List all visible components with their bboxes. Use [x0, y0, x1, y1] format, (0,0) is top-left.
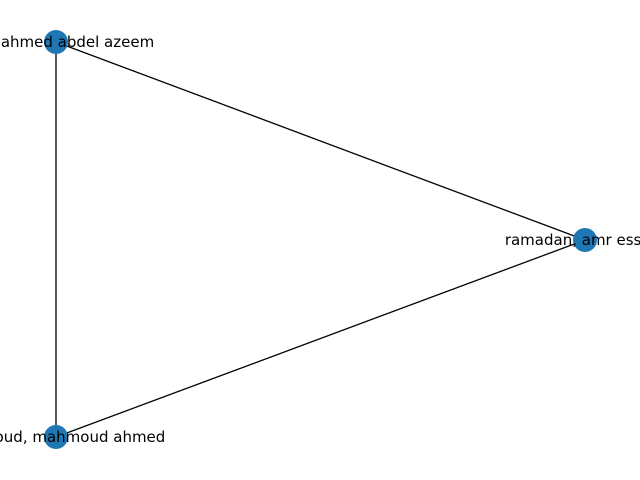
labels-layer: rania ahmed abdel azeem ramadan, amr essa… — [0, 33, 640, 446]
graph-node-label: rania ahmed abdel azeem — [0, 33, 154, 51]
graph-edge — [55, 239, 586, 438]
graph-edge — [55, 41, 586, 241]
nodes-layer — [44, 30, 597, 449]
graph-node — [573, 228, 597, 252]
graph-node — [44, 30, 68, 54]
graph-node-label: mahmoud, mahmoud ahmed — [0, 428, 165, 446]
graph-node — [44, 425, 68, 449]
graph-node-label: ramadan, amr essam — [505, 231, 640, 249]
edges-layer — [55, 41, 586, 438]
